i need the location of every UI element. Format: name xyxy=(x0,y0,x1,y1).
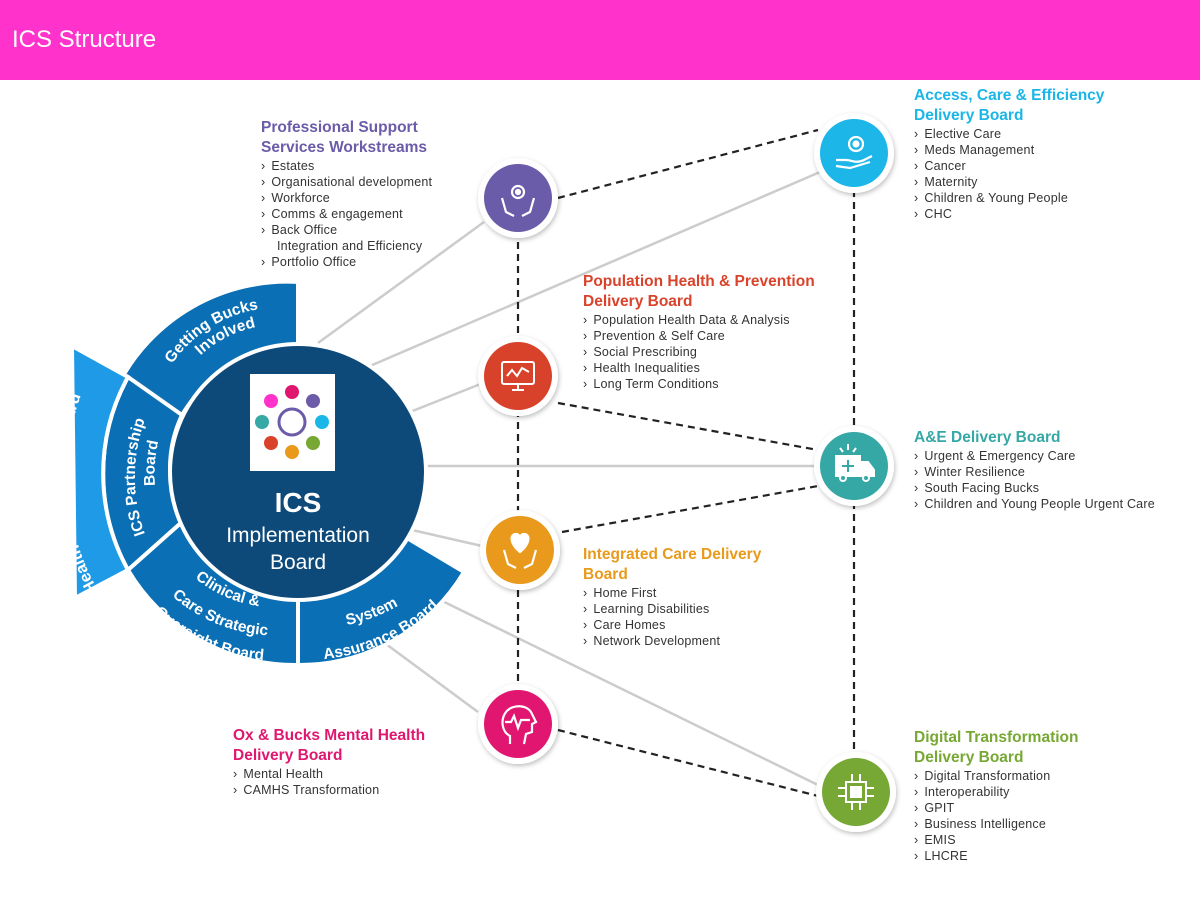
list-item: Children and Young People Urgent Care xyxy=(914,496,1155,512)
list-item: Population Health Data & Analysis xyxy=(583,312,815,328)
center-title: ICS xyxy=(275,487,322,518)
list-item: Learning Disabilities xyxy=(583,601,761,617)
list-item: Interoperability xyxy=(914,784,1079,800)
board-population: Population Health & Prevention Delivery … xyxy=(583,272,815,392)
connector-lines xyxy=(317,170,821,788)
people-circle-icon xyxy=(255,385,329,459)
board-title: Ox & Bucks Mental Health xyxy=(233,727,426,744)
hands-heart-icon xyxy=(502,532,538,569)
list-item: Health Inequalities xyxy=(583,360,815,376)
page-title: ICS Structure xyxy=(12,26,157,53)
list-item: Children & Young People xyxy=(914,190,1104,206)
list-item: Mental Health xyxy=(233,766,425,782)
list-item: Prevention & Self Care xyxy=(583,328,815,344)
node-mental xyxy=(478,684,558,764)
list-item: Back Office xyxy=(261,222,432,238)
list-item: Cancer xyxy=(914,158,1104,174)
list-item: Workforce xyxy=(261,190,432,206)
board-integrated: Integrated Care Delivery Board Home Firs… xyxy=(583,545,761,649)
list-item: Portfolio Office xyxy=(261,254,432,270)
board-access: Access, Care & Efficiency Delivery Board… xyxy=(914,86,1104,222)
board-title: Integrated Care Delivery xyxy=(583,546,762,563)
board-ae: A&E Delivery Board Urgent & Emergency Ca… xyxy=(914,428,1155,512)
board-title: Professional Support xyxy=(261,119,418,136)
list-item: Integration and Efficiency xyxy=(277,239,423,253)
list-item: South Facing Bucks xyxy=(914,480,1155,496)
ambulance-icon xyxy=(835,444,875,482)
board-title: Delivery Board xyxy=(914,107,1024,124)
list-item: Digital Transformation xyxy=(914,768,1079,784)
ics-implementation-circle xyxy=(168,342,428,602)
center-subtitle-2: Board xyxy=(270,551,326,574)
list-item: Care Homes xyxy=(583,617,761,633)
board-title: Population Health & Prevention xyxy=(583,273,815,290)
hand-gear-icon xyxy=(835,135,873,170)
list-item: EMIS xyxy=(914,832,1079,848)
board-title: Delivery Board xyxy=(583,293,693,310)
board-title: Delivery Board xyxy=(914,749,1024,766)
head-heartbeat-icon xyxy=(501,705,538,745)
list-item: Home First xyxy=(583,585,761,601)
list-item: Social Prescribing xyxy=(583,344,815,360)
list-item: Urgent & Emergency Care xyxy=(914,448,1155,464)
board-title: Digital Transformation xyxy=(914,729,1079,746)
board-title: Board xyxy=(583,566,628,583)
circuit-chip-icon xyxy=(838,774,874,810)
list-item: Winter Resilience xyxy=(914,464,1155,480)
board-professional: Professional Support Services Workstream… xyxy=(261,118,432,270)
board-title: Access, Care & Efficiency xyxy=(914,87,1105,104)
hands-gear-icon xyxy=(500,184,536,217)
list-item: GPIT xyxy=(914,800,1079,816)
board-digital: Digital Transformation Delivery Board Di… xyxy=(914,728,1079,864)
list-item: LHCRE xyxy=(914,848,1079,864)
center-subtitle-1: Implementation xyxy=(226,524,370,547)
board-mental: Ox & Bucks Mental Health Delivery Board … xyxy=(233,726,425,798)
list-item: Long Term Conditions xyxy=(583,376,815,392)
list-item: Network Development xyxy=(583,633,761,649)
list-item: Organisational development xyxy=(261,174,432,190)
board-title: Services Workstreams xyxy=(261,139,428,156)
list-item: Meds Management xyxy=(914,142,1104,158)
monitor-health-icon xyxy=(501,361,535,391)
header-bar: ICS Structure xyxy=(0,0,1200,80)
list-item: Elective Care xyxy=(914,126,1104,142)
list-item: Business Intelligence xyxy=(914,816,1079,832)
board-title: A&E Delivery Board xyxy=(914,429,1061,446)
list-item: CHC xyxy=(914,206,1104,222)
list-item: CAMHS Transformation xyxy=(233,782,425,798)
list-item: Comms & engagement xyxy=(261,206,432,222)
board-title: Delivery Board xyxy=(233,747,343,764)
list-item: Estates xyxy=(261,158,432,174)
ring-segments xyxy=(69,279,467,668)
list-item: Maternity xyxy=(914,174,1104,190)
node-access xyxy=(814,113,894,193)
